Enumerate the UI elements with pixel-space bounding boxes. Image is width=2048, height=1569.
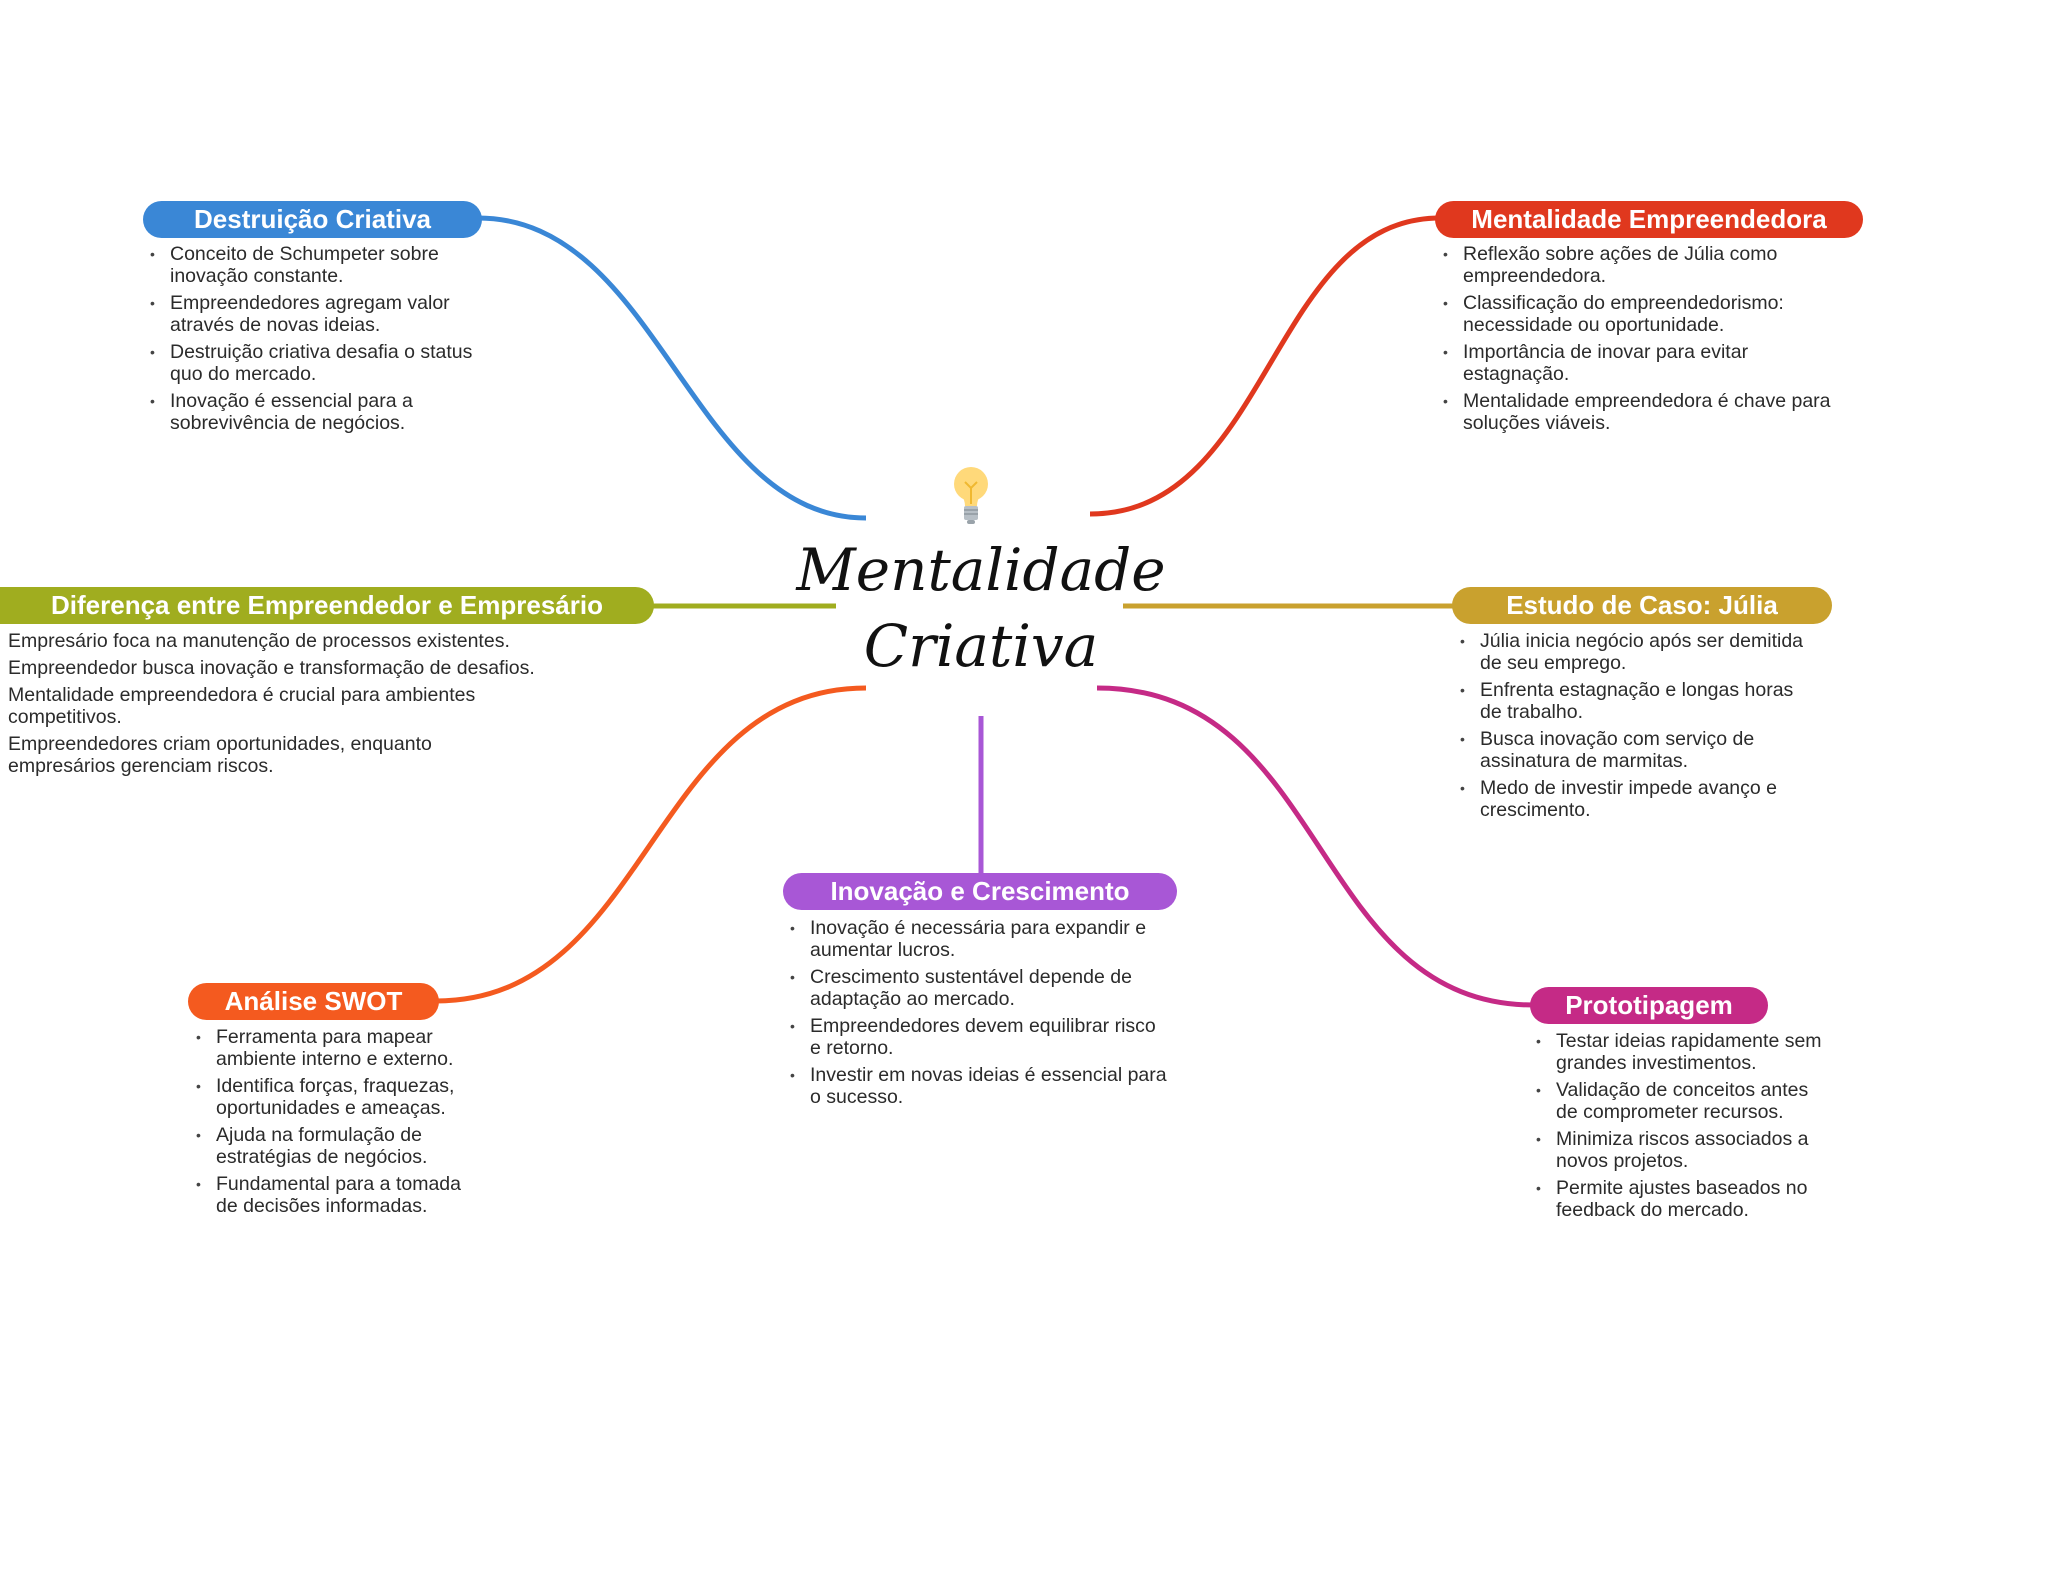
note-item: Validação de conceitos antes de comprome… xyxy=(1532,1079,1832,1123)
destruicao-notes: Conceito de Schumpeter sobre inovação co… xyxy=(146,243,491,439)
link-mentalidade xyxy=(1089,215,1441,517)
note-item: Fundamental para a tomada de decisões in… xyxy=(192,1173,482,1217)
link-prototipagem xyxy=(1096,685,1535,1008)
mentalidade-notes: Reflexão sobre ações de Júlia como empre… xyxy=(1439,243,1859,439)
note-item: Ferramenta para mapear ambiente interno … xyxy=(192,1026,482,1070)
central-topic-line1: Mentalidade xyxy=(796,536,1166,604)
note-item: Minimiza riscos associados a novos proje… xyxy=(1532,1128,1832,1172)
note-item: Enfrenta estagnação e longas horas de tr… xyxy=(1456,679,1816,723)
note-item: Mentalidade empreendedora é crucial para… xyxy=(8,684,476,728)
note-item: Busca inovação com serviço de assinatura… xyxy=(1456,728,1816,772)
note-item: Destruição criativa desafia o status quo… xyxy=(146,341,491,385)
topic-estudo-de-caso[interactable]: Estudo de Caso: Júlia xyxy=(1452,587,1832,624)
note-item: Classificação do empreendedorismo: neces… xyxy=(1439,292,1859,336)
note-item: Conceito de Schumpeter sobre inovação co… xyxy=(146,243,491,287)
note-item: Reflexão sobre ações de Júlia como empre… xyxy=(1439,243,1859,287)
note-item: Ajuda na formulação de estratégias de ne… xyxy=(192,1124,482,1168)
inovacao-notes: Inovação é necessária para expandir e au… xyxy=(786,917,1168,1113)
link-swot xyxy=(435,685,867,1004)
diferenca-notes: Empresário foca na manutenção de process… xyxy=(8,630,538,782)
note-item: Empreendedor busca inovação e transforma… xyxy=(8,657,535,679)
topic-destruicao-criativa[interactable]: Destruição Criativa xyxy=(143,201,482,238)
note-item: Investir em novas ideias é essencial par… xyxy=(786,1064,1168,1108)
topic-diferenca[interactable]: Diferença entre Empreendedor e Empresári… xyxy=(0,587,654,624)
link-destruicao xyxy=(477,215,867,521)
estudo-notes: Júlia inicia negócio após ser demitida d… xyxy=(1456,630,1816,826)
note-item: Importância de inovar para evitar estagn… xyxy=(1439,341,1859,385)
topic-analise-swot[interactable]: Análise SWOT xyxy=(188,983,439,1020)
note-item: Empreendedores criam oportunidades, enqu… xyxy=(8,733,432,777)
note-item: Testar ideias rapidamente sem grandes in… xyxy=(1532,1030,1832,1074)
topic-mentalidade-empreendedora[interactable]: Mentalidade Empreendedora xyxy=(1435,201,1863,238)
lightbulb-icon xyxy=(954,467,988,524)
note-item: Inovação é necessária para expandir e au… xyxy=(786,917,1168,961)
note-item: Empreendedores devem equilibrar risco e … xyxy=(786,1015,1168,1059)
note-item: Inovação é essencial para a sobrevivênci… xyxy=(146,390,491,434)
note-item: Júlia inicia negócio após ser demitida d… xyxy=(1456,630,1816,674)
note-item: Crescimento sustentável depende de adapt… xyxy=(786,966,1168,1010)
prototipagem-notes: Testar ideias rapidamente sem grandes in… xyxy=(1532,1030,1832,1226)
note-item: Empresário foca na manutenção de process… xyxy=(8,630,510,652)
note-item: Permite ajustes baseados no feedback do … xyxy=(1532,1177,1832,1221)
central-topic-line2: Criativa xyxy=(863,612,1099,680)
note-item: Medo de investir impede avanço e crescim… xyxy=(1456,777,1816,821)
note-item: Empreendedores agregam valor através de … xyxy=(146,292,491,336)
note-item: Mentalidade empreendedora é chave para s… xyxy=(1439,390,1859,434)
swot-notes: Ferramenta para mapear ambiente interno … xyxy=(192,1026,482,1222)
topic-inovacao-crescimento[interactable]: Inovação e Crescimento xyxy=(783,873,1177,910)
note-item: Identifica forças, fraquezas, oportunida… xyxy=(192,1075,482,1119)
topic-prototipagem[interactable]: Prototipagem xyxy=(1530,987,1768,1024)
